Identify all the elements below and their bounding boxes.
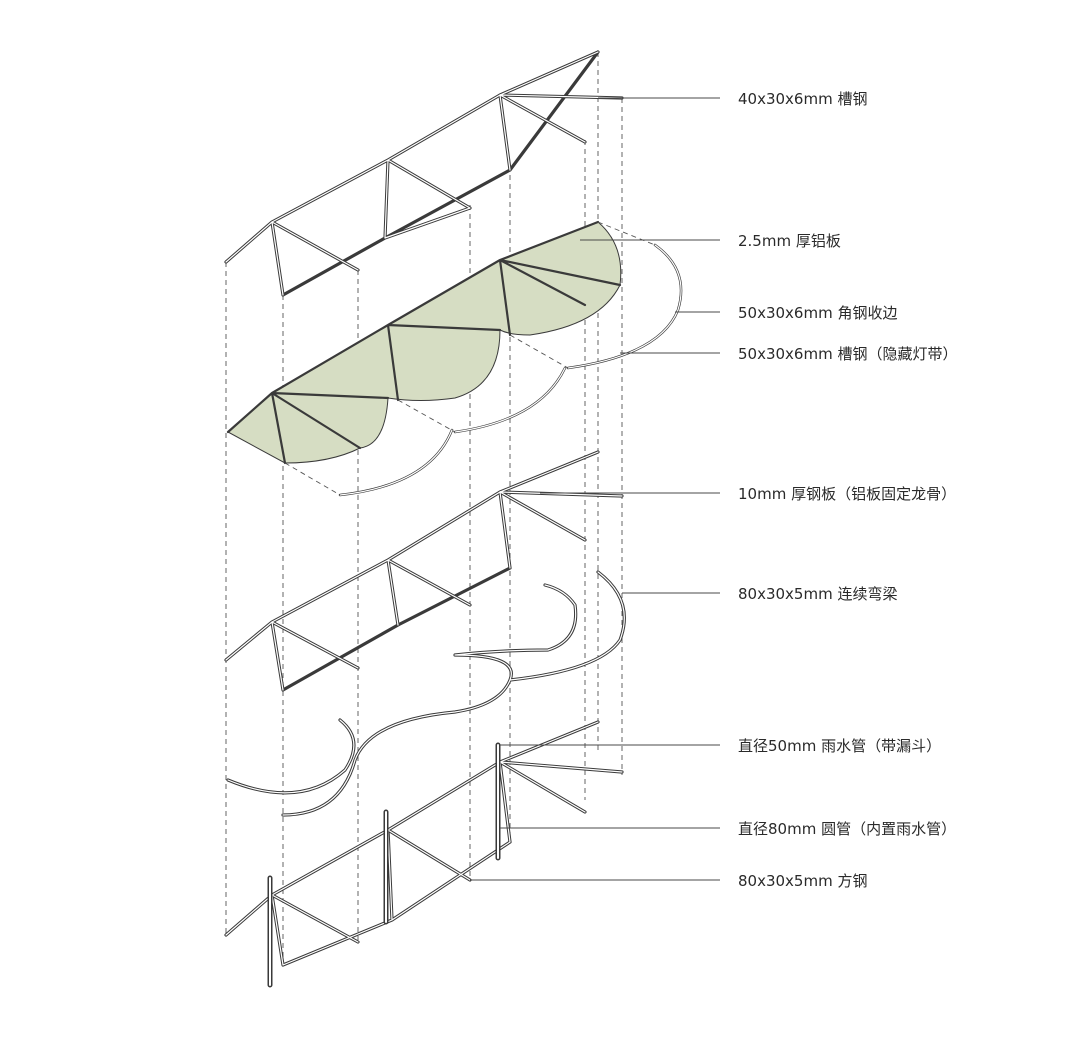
callout-label: 80x30x5mm 连续弯梁 — [738, 585, 897, 603]
callout-label: 直径50mm 雨水管（带漏斗） — [738, 737, 941, 755]
callout-label: 2.5mm 厚铝板 — [738, 232, 841, 250]
callout-label: 40x30x6mm 槽钢 — [738, 90, 867, 108]
callout-label: 50x30x6mm 槽钢（隐藏灯带） — [738, 345, 957, 363]
layer-curved-beams — [226, 570, 626, 817]
callout-label: 80x30x5mm 方钢 — [738, 872, 867, 890]
callout-label: 直径80mm 圆管（内置雨水管） — [738, 820, 956, 838]
callout-label: 50x30x6mm 角钢收边 — [738, 304, 897, 322]
callout-labels: 40x30x6mm 槽钢 2.5mm 厚铝板 50x30x6mm 角钢收边 50… — [738, 90, 957, 890]
layer-channel-steel-top — [224, 50, 624, 297]
callout-label: 10mm 厚钢板（铝板固定龙骨） — [738, 485, 956, 503]
leader-lines — [470, 97, 720, 881]
layer-steel-plates — [224, 450, 624, 692]
layer-aluminum-panels — [226, 220, 683, 497]
layer-columns-base — [224, 720, 624, 988]
